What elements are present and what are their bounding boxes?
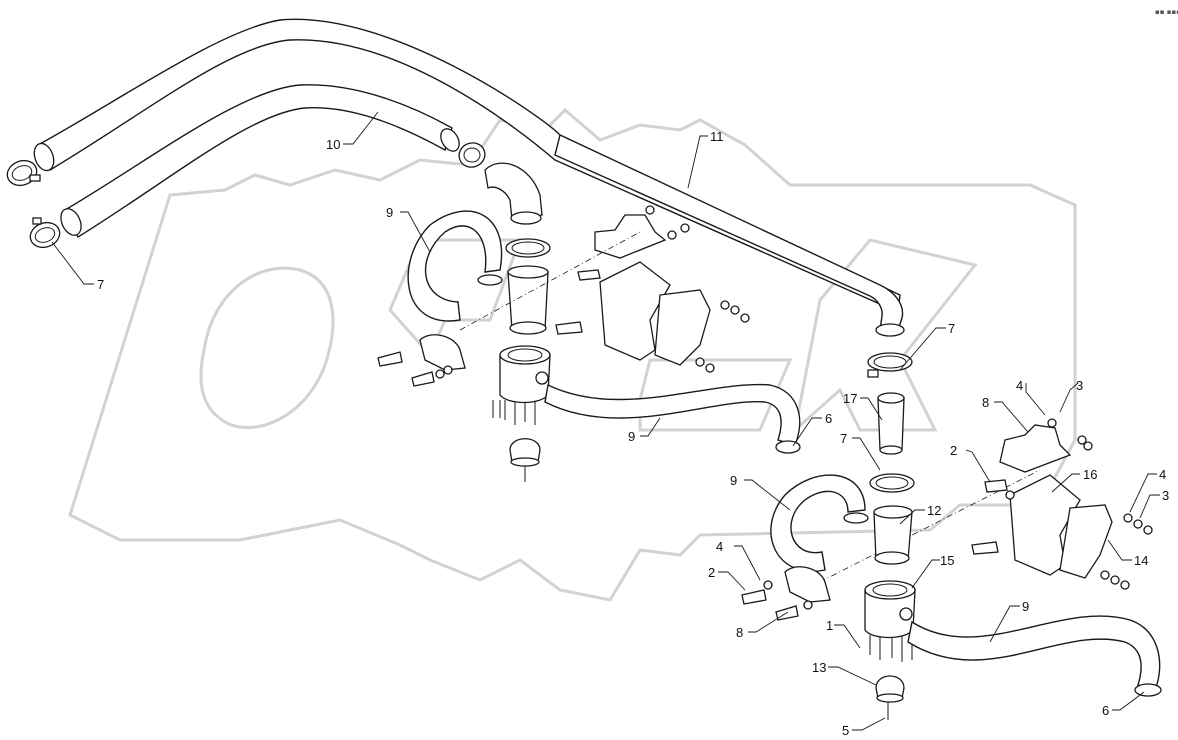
hose-part-10 bbox=[60, 84, 460, 239]
callout-9: 9 bbox=[628, 429, 635, 444]
callout-9: 9 bbox=[730, 473, 737, 488]
bracket-part-14 bbox=[971, 474, 1153, 590]
bracket-part-16 bbox=[999, 418, 1093, 473]
pipe-fitting-12 bbox=[873, 505, 913, 565]
callout-4: 4 bbox=[716, 539, 723, 554]
drain-cap-13 bbox=[875, 675, 905, 720]
valve-housing-15 bbox=[864, 580, 916, 662]
callout-16: 16 bbox=[1083, 467, 1097, 482]
clamp-upper-body bbox=[505, 238, 551, 258]
pipe-fitting-upper bbox=[507, 265, 549, 335]
callout-9: 9 bbox=[1022, 599, 1029, 614]
hose-part-9-curved-left bbox=[407, 210, 503, 322]
callout-6: 6 bbox=[825, 411, 832, 426]
callout-7: 7 bbox=[97, 277, 104, 292]
drain-cap-upper bbox=[509, 438, 541, 482]
callout-8: 8 bbox=[736, 625, 743, 640]
callout-3: 3 bbox=[1076, 378, 1083, 393]
clamp-ring-right-7 bbox=[867, 352, 913, 378]
callout-14: 14 bbox=[1134, 553, 1148, 568]
callout-17: 17 bbox=[843, 391, 857, 406]
callout-9: 9 bbox=[386, 205, 393, 220]
callout-6: 6 bbox=[1102, 703, 1109, 718]
clamp-bracket-left-lower bbox=[377, 334, 501, 418]
hose-part-11 bbox=[554, 134, 905, 337]
hose-clamp-7-elbow bbox=[458, 142, 486, 168]
alignment-line-upper bbox=[459, 231, 641, 331]
callout-15: 15 bbox=[940, 553, 954, 568]
clamp-ring-right-lower-7 bbox=[869, 473, 915, 493]
callout-4: 4 bbox=[1159, 467, 1166, 482]
hose-part-9-curved-right bbox=[770, 474, 869, 572]
callout-7: 7 bbox=[840, 431, 847, 446]
callout-8: 8 bbox=[982, 395, 989, 410]
alignment-line-lower bbox=[807, 469, 1041, 589]
hose-part-9-middle bbox=[544, 383, 801, 454]
leader-lines bbox=[51, 111, 1160, 731]
valve-housing-upper bbox=[499, 345, 551, 425]
callout-4: 4 bbox=[1016, 378, 1023, 393]
clamp-bracket-right-lower-8 bbox=[741, 566, 831, 621]
callout-13: 13 bbox=[812, 660, 826, 675]
callout-10: 10 bbox=[326, 137, 340, 152]
hose-part-9-lower-right bbox=[907, 615, 1162, 697]
hose-part-17 bbox=[877, 392, 905, 455]
elbow-fitting-upper bbox=[484, 162, 543, 225]
watermark-logo bbox=[68, 107, 1077, 602]
callout-11: 11 bbox=[710, 129, 724, 144]
callout-labels: 10 11 9 7 9 6 7 17 7 8 4 3 2 16 4 3 14 9… bbox=[97, 129, 1169, 738]
callout-12: 12 bbox=[927, 503, 941, 518]
hose-clamp-7-lower-left bbox=[29, 217, 61, 249]
bracket-upper-left bbox=[555, 205, 750, 373]
callout-2: 2 bbox=[950, 443, 957, 458]
callout-3: 3 bbox=[1162, 488, 1169, 503]
callout-1: 1 bbox=[826, 618, 833, 633]
callout-2: 2 bbox=[708, 565, 715, 580]
callout-7: 7 bbox=[948, 321, 955, 336]
corner-mark: ▪▪ ▪▪▪ bbox=[1155, 8, 1178, 16]
hose-clamp-7-upper-left bbox=[6, 159, 41, 187]
callout-5: 5 bbox=[842, 723, 849, 738]
